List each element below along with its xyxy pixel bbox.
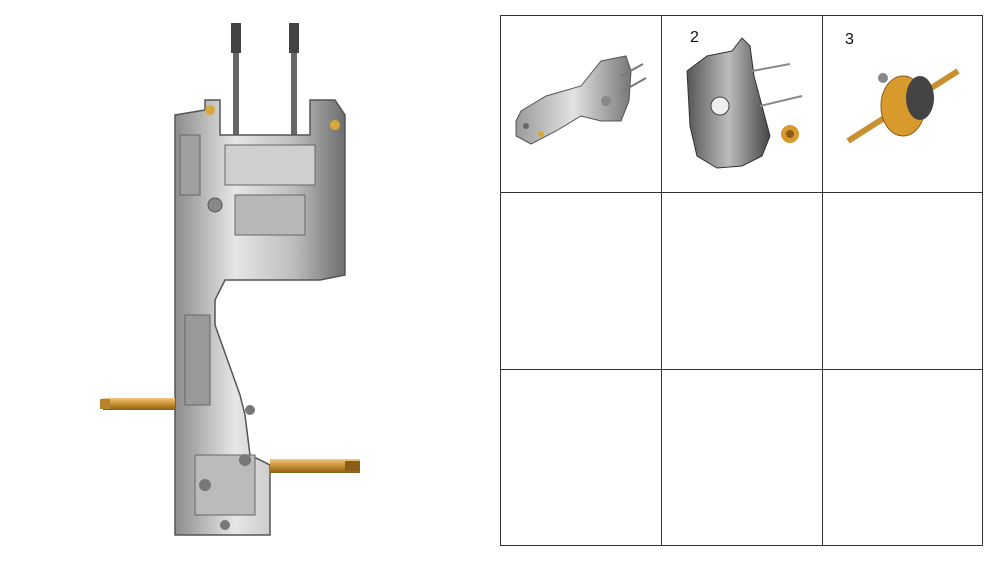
grid-cell-5[interactable] — [662, 193, 822, 369]
cylinder-studs — [231, 23, 299, 138]
left-crankcase-half-image — [515, 55, 647, 145]
grid-cell-4[interactable] — [501, 193, 661, 369]
crankshaft-image — [846, 68, 960, 144]
grid-cell-1[interactable] — [501, 16, 661, 192]
grid-cell-7[interactable] — [501, 370, 661, 546]
grid-cell-3[interactable]: 3 — [823, 16, 983, 192]
right-crankcase-half-image — [686, 37, 803, 169]
cell-number-label: 3 — [845, 31, 854, 48]
grid-cell-8[interactable] — [662, 370, 822, 546]
parts-grid: 2 3 — [500, 15, 983, 546]
grid-cell-9[interactable] — [823, 370, 983, 546]
engine-crankcase-assembly — [100, 23, 360, 536]
left-shaft — [100, 398, 175, 410]
crankcase-body — [174, 99, 346, 536]
right-shaft — [270, 459, 360, 473]
grid-cell-2[interactable]: 2 — [662, 16, 822, 192]
cell-number-label: 2 — [690, 29, 699, 46]
grid-cell-6[interactable] — [823, 193, 983, 369]
